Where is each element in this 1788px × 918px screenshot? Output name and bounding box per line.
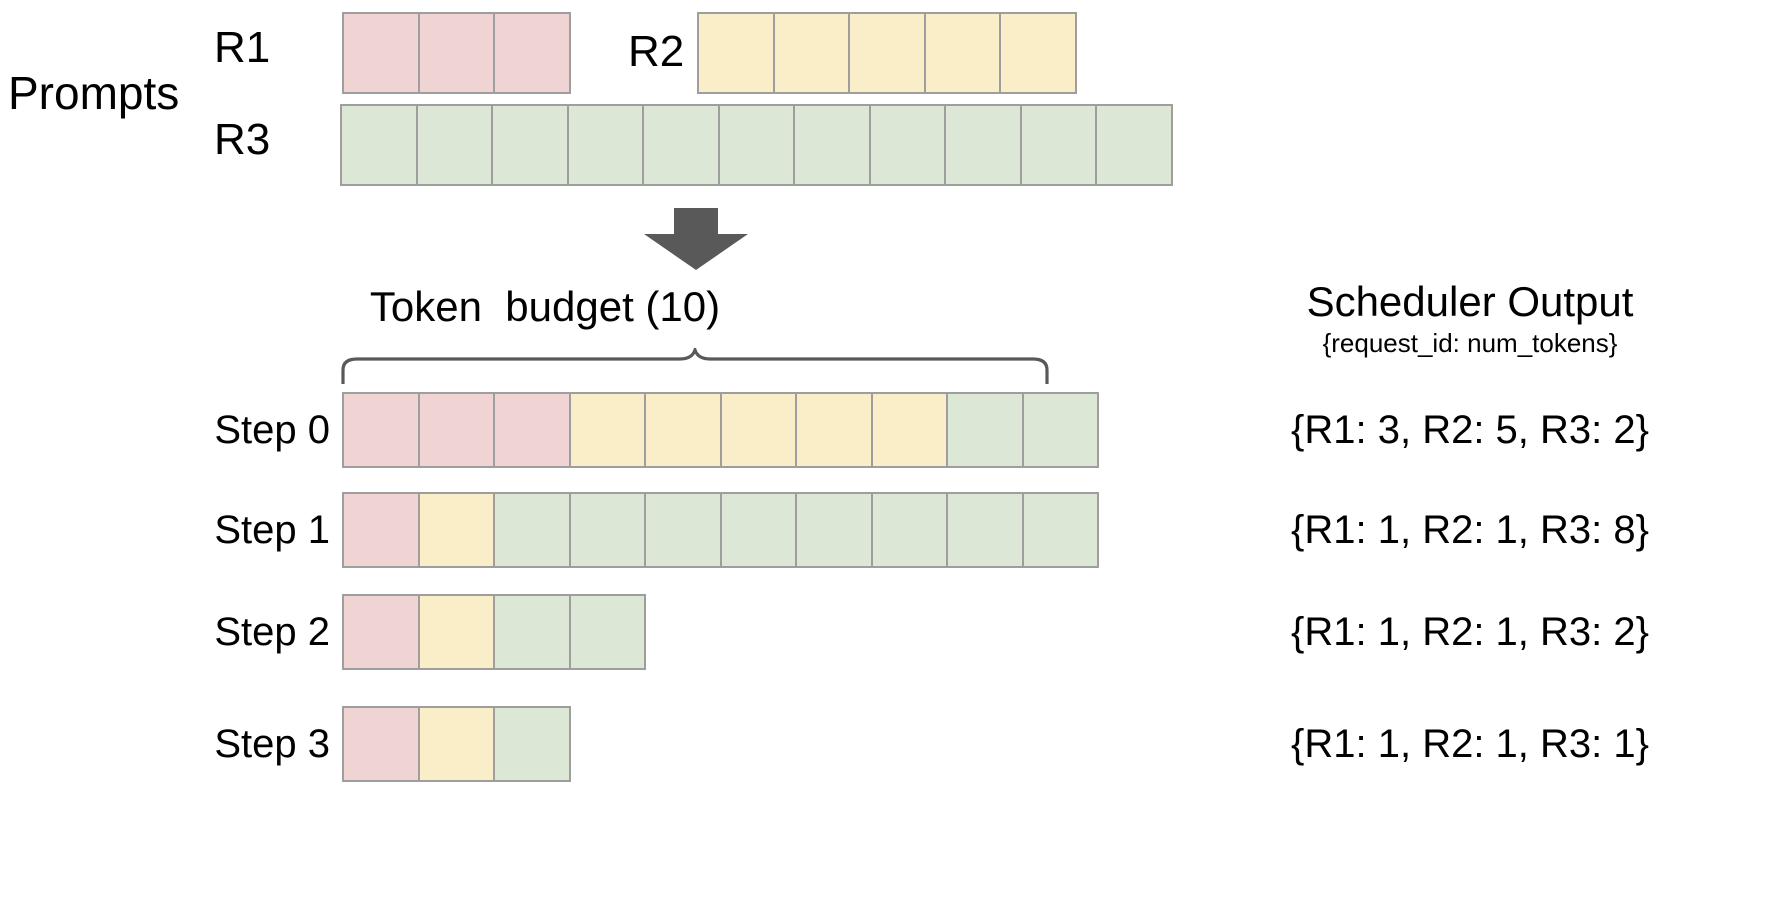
curly-brace-icon	[340, 344, 1050, 389]
token-cell-r2	[644, 392, 722, 468]
token-cell-r1	[342, 706, 420, 782]
token-cell-r2	[848, 12, 926, 94]
scheduler-output-2: {R1: 1, R2: 1, R3: 2}	[1291, 610, 1649, 654]
token-cell-r2	[697, 12, 775, 94]
prompt-row-r3	[340, 104, 1173, 186]
step-label-3: Step 3	[214, 722, 330, 766]
token-cell-r2	[923, 12, 1001, 94]
step-label-2: Step 2	[214, 610, 330, 654]
prompt-label-r3: R3	[214, 115, 271, 164]
token-cell-r2	[795, 392, 873, 468]
prompt-row-r2	[697, 12, 1077, 94]
token-cell-r3	[493, 594, 571, 670]
token-cell-r3	[870, 492, 948, 568]
token-cell-r3	[944, 104, 1022, 186]
token-cell-r1	[417, 12, 495, 94]
token-cell-r3	[717, 104, 795, 186]
token-cell-r3	[491, 104, 569, 186]
token-cell-r3	[493, 706, 571, 782]
token-cell-r2	[417, 706, 495, 782]
token-cell-r1	[342, 12, 420, 94]
token-cell-r2	[568, 392, 646, 468]
token-cell-r3	[795, 492, 873, 568]
token-cell-r3	[1019, 104, 1097, 186]
token-cell-r3	[642, 104, 720, 186]
scheduler-output-0: {R1: 3, R2: 5, R3: 2}	[1291, 408, 1649, 452]
token-cell-r3	[793, 104, 871, 186]
step-row-0	[342, 392, 1099, 468]
token-cell-r2	[719, 392, 797, 468]
token-cell-r3	[566, 104, 644, 186]
token-cell-r3	[946, 392, 1024, 468]
token-cell-r2	[772, 12, 850, 94]
step-row-2	[342, 594, 646, 670]
step-label-0: Step 0	[214, 408, 330, 452]
token-cell-r3	[719, 492, 797, 568]
token-cell-r3	[568, 492, 646, 568]
token-cell-r2	[870, 392, 948, 468]
token-cell-r2	[417, 594, 495, 670]
prompt-label-r1: R1	[214, 23, 271, 72]
token-cell-r1	[342, 492, 420, 568]
step-row-1	[342, 492, 1099, 568]
token-cell-r3	[340, 104, 418, 186]
token-cell-r1	[493, 392, 571, 468]
token-cell-r3	[644, 492, 722, 568]
token-cell-r1	[417, 392, 495, 468]
token-cell-r2	[417, 492, 495, 568]
down-arrow-icon	[636, 208, 756, 275]
scheduler-output-1: {R1: 1, R2: 1, R3: 8}	[1291, 508, 1649, 552]
step-label-1: Step 1	[214, 508, 330, 552]
token-cell-r1	[342, 594, 420, 670]
token-cell-r2	[999, 12, 1077, 94]
token-cell-r3	[946, 492, 1024, 568]
token-cell-r3	[1021, 492, 1099, 568]
token-cell-r3	[568, 594, 646, 670]
token-cell-r3	[868, 104, 946, 186]
token-cell-r3	[415, 104, 493, 186]
prompt-label-r2: R2	[628, 27, 685, 76]
token-budget-label: Token budget (10)	[369, 283, 721, 330]
token-cell-r1	[493, 12, 571, 94]
step-row-3	[342, 706, 571, 782]
token-cell-r3	[1095, 104, 1173, 186]
token-cell-r3	[1021, 392, 1099, 468]
scheduler-output-3: {R1: 1, R2: 1, R3: 1}	[1291, 722, 1649, 766]
prompts-section-label: Prompts	[8, 67, 180, 119]
token-cell-r3	[493, 492, 571, 568]
prompt-row-r1	[342, 12, 571, 94]
scheduler-output-title: Scheduler Output	[1306, 278, 1634, 325]
scheduler-output-subtitle: {request_id: num_tokens}	[1322, 328, 1618, 358]
token-cell-r1	[342, 392, 420, 468]
